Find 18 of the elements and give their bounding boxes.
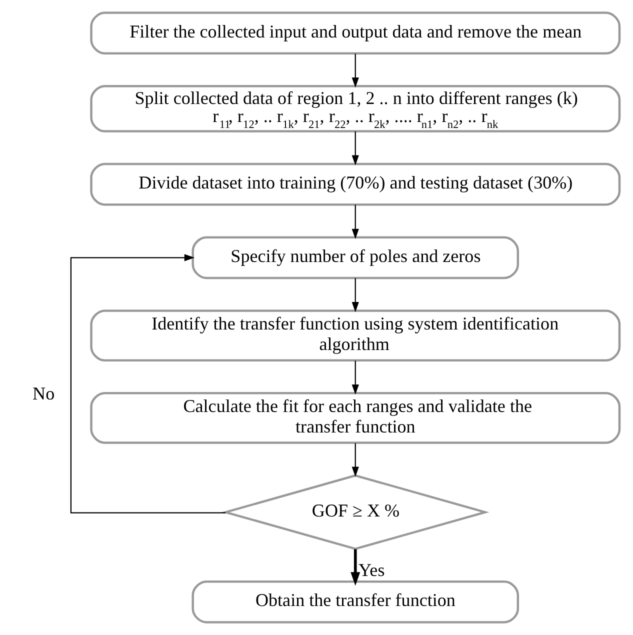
arrow: [351, 278, 358, 312]
arrow: [351, 131, 358, 166]
node-box: Identify the transfer function using system identification algorithm: [90, 310, 620, 362]
arrow: [70, 254, 226, 514]
node-box: Filter the collected input and output data and remove the mean: [90, 12, 620, 55]
arrow: [351, 54, 358, 88]
node-box: Divide dataset into training (70%) and testing dataset (30%): [90, 162, 620, 206]
edge-label: No: [32, 384, 54, 404]
arrow: [351, 443, 358, 477]
arrow: [350, 549, 360, 586]
node-box: Split collected data of region 1, 2 .. n into different ranges (k) r$_{11}$, r$_{12}$, .. r$_{1k}$, r$_{21}$, r$_{22}$, .. r$_{2k}$, .... r$_{n1}$, r$_{n2}$, .. r$_{nk}$: [90, 85, 620, 132]
node-box: Obtain the transfer function: [191, 580, 519, 624]
node-box: Specify number of poles and zeros: [191, 236, 519, 280]
edge-label: Yes: [358, 560, 384, 580]
arrow: [351, 204, 358, 240]
arrow: [351, 360, 358, 395]
node-diamond: GOF ≥ X %: [220, 474, 489, 550]
node-box: Calculate the fit for each ranges and validate the transfer function: [90, 392, 620, 444]
